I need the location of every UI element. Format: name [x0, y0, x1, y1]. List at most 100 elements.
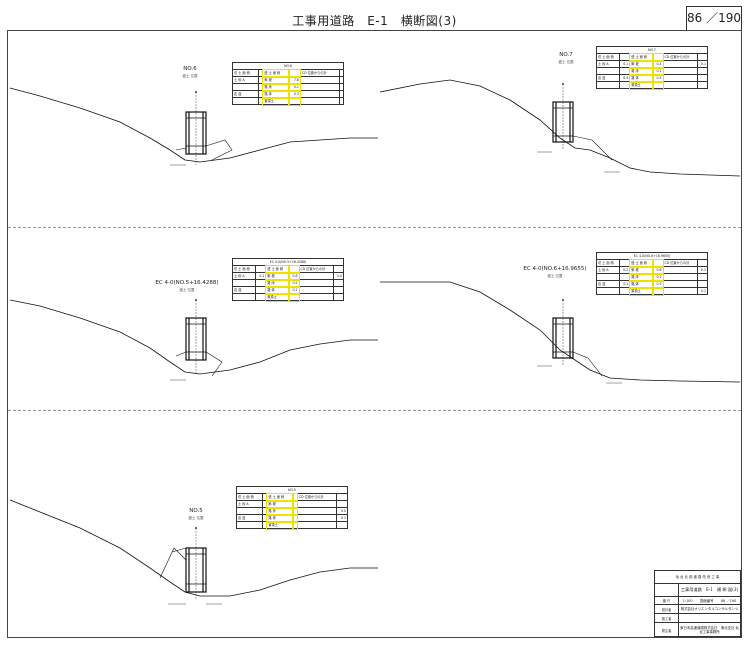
table-cell [298, 293, 334, 301]
table-cell: 土 砂 A [235, 500, 264, 508]
table-cell [288, 293, 300, 301]
table-cell [619, 53, 631, 61]
table-cell [299, 97, 340, 105]
table-cell: 路 体 [629, 280, 654, 288]
table-cell: 路 床 [265, 279, 290, 287]
table-cell [299, 83, 340, 91]
section-label-4: EC 4-0(NO.6+16.9655)盛土 位置 [523, 266, 587, 278]
table-cell [335, 521, 349, 529]
table-cell: CD 位置からの計 [299, 69, 340, 77]
table-cell [652, 259, 664, 267]
table-cell [262, 521, 268, 529]
ground-line-1 [9, 87, 378, 163]
drawing-frame [7, 30, 742, 638]
table-cell: 盛 土 面 積 [266, 493, 294, 501]
title-block-number: 86 ／190 [720, 598, 737, 603]
table-cell: 岩 盤 [595, 74, 621, 82]
table-row: 置換土 [235, 521, 349, 529]
table-cell: 0.1 [335, 514, 349, 522]
table-cell: 岩 盤 [235, 514, 264, 522]
table-cell [332, 293, 345, 301]
table-cell [662, 81, 698, 89]
table-cell: 0.1 [619, 60, 631, 68]
table-cell [231, 97, 260, 105]
table-cell: CD 位置からの計 [298, 265, 334, 273]
table-cell: 路 体 [265, 286, 290, 294]
table-cell: 築 堤 [262, 76, 290, 84]
cross-section-1 [9, 87, 378, 166]
table-cell [662, 266, 698, 274]
table-cell: 置換土 [265, 293, 290, 301]
ground-line-5 [9, 499, 378, 597]
table-cell: 盛 土 面 積 [265, 265, 290, 273]
table-cell [595, 287, 621, 295]
table-cell: 0.3 [288, 90, 301, 98]
table-cell: 0.1 [696, 266, 709, 274]
table-cell [332, 279, 345, 287]
table-cell [696, 273, 709, 281]
table-cell [292, 521, 298, 529]
table-cell [619, 287, 631, 295]
title-block-row-value: 株式会社オリエンタルコンサルタンツ [680, 607, 739, 611]
table-cell: CD 位置からの計 [662, 259, 698, 267]
ground-line-2 [379, 79, 741, 177]
table-cell: 0.4 [652, 60, 664, 68]
table-cell [288, 265, 300, 273]
table-cell: 路 床 [629, 273, 654, 281]
sheet-title: 工事用道路 E-1 横断図(3) [292, 14, 457, 28]
table-cell: 0.2 [288, 286, 300, 294]
table-cell [662, 287, 698, 295]
table-cell: 築 堤 [265, 272, 290, 280]
table-cell: 0.1 [696, 60, 709, 68]
table-cell [298, 272, 334, 280]
section-divider [8, 410, 741, 411]
table-cell: 0.0 [332, 272, 345, 280]
table-cell: 土 砂 A [231, 272, 257, 280]
table-cell: 土 砂 A [595, 266, 621, 274]
table-cell [662, 60, 698, 68]
table-cell: CD 位置からの計 [296, 493, 337, 501]
title-block: 仙 台 北 部 道 路 改 良 工 事 工事用道路 E-1 横 断 図(3) 縮… [654, 570, 741, 637]
ground-line-3 [9, 299, 378, 375]
table-cell [235, 521, 264, 529]
table-cell [652, 53, 664, 61]
table-cell [332, 265, 345, 273]
table-cell: 築 堤 [266, 500, 294, 508]
table-title: NO.5 [236, 486, 348, 494]
cross-section-2 [379, 79, 741, 177]
table-cell: 0.6 [288, 272, 300, 280]
table-cell: 切 土 面 積 [595, 259, 621, 267]
table-cell [255, 279, 267, 287]
table-cell: 切 土 面 積 [231, 69, 260, 77]
table-cell: 置換土 [266, 521, 294, 529]
table-cell [619, 259, 631, 267]
table-cell [296, 514, 337, 522]
table-cell [299, 90, 340, 98]
table-row: 切 土 面 積盛 土 面 積 CD 位置からの計 [231, 265, 345, 273]
cross-section-4 [380, 281, 741, 384]
title-block-scale: 1:100 [682, 598, 693, 603]
table-cell: 置換土 [629, 287, 654, 295]
table-cell [619, 67, 631, 75]
table-cell [338, 83, 345, 91]
table-cell: 岩 盤 [595, 280, 621, 288]
table-cell [235, 507, 264, 515]
table-cell: 切 土 面 積 [231, 265, 257, 273]
table-cell [296, 507, 337, 515]
table-cell: 築 堤 [629, 60, 654, 68]
table-cell [662, 67, 698, 75]
table-cell [696, 81, 709, 89]
table-cell [298, 286, 334, 294]
table-cell: 0.0 [335, 507, 349, 515]
